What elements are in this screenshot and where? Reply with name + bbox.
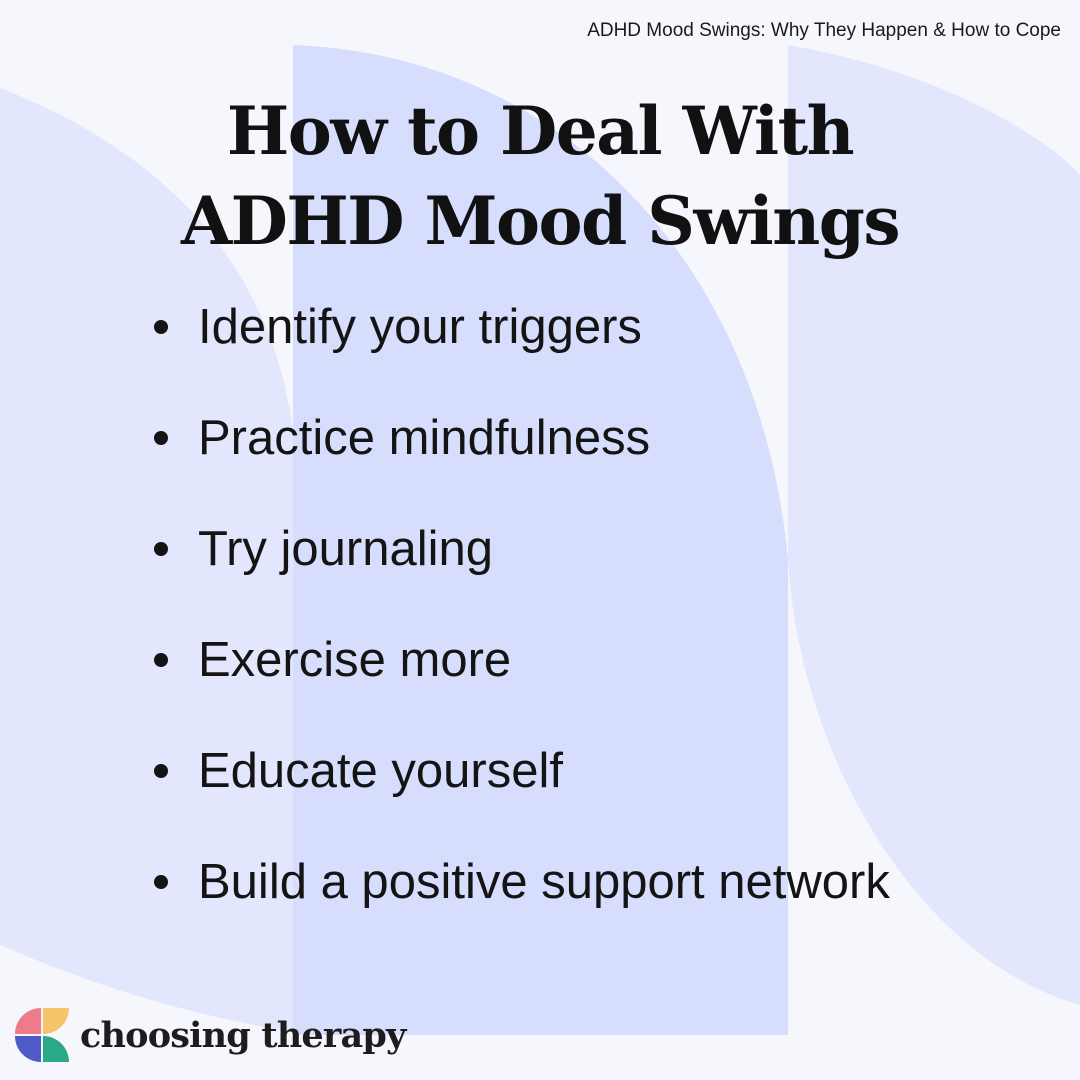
tip-item: Educate yourself bbox=[154, 740, 890, 851]
bullet-icon bbox=[154, 320, 168, 334]
brand-name: choosing therapy bbox=[80, 1014, 406, 1056]
tip-text: Build a positive support network bbox=[198, 855, 890, 909]
tip-item: Build a positive support network bbox=[154, 851, 890, 962]
tip-item: Try journaling bbox=[154, 518, 890, 629]
page-title-line-2: ADHD Mood Swings bbox=[180, 182, 901, 260]
article-caption: ADHD Mood Swings: Why They Happen & How … bbox=[587, 20, 1061, 41]
choosing-therapy-logo-icon bbox=[15, 1008, 69, 1062]
tip-item: Exercise more bbox=[154, 629, 890, 740]
bullet-icon bbox=[154, 653, 168, 667]
bg-shape-right bbox=[788, 45, 1080, 1005]
page-title-line-1: How to Deal With bbox=[226, 92, 855, 170]
tip-item: Identify your triggers bbox=[154, 296, 890, 407]
tip-text: Identify your triggers bbox=[198, 300, 642, 354]
bg-shape-center bbox=[293, 45, 788, 1035]
tip-text: Educate yourself bbox=[198, 744, 563, 798]
tip-text: Try journaling bbox=[198, 522, 494, 576]
tip-item: Practice mindfulness bbox=[154, 407, 890, 518]
tips-list: Identify your triggers Practice mindfuln… bbox=[154, 296, 890, 962]
bullet-icon bbox=[154, 431, 168, 445]
bullet-icon bbox=[154, 875, 168, 889]
bullet-icon bbox=[154, 764, 168, 778]
page-title: How to Deal With ADHD Mood Swings bbox=[0, 86, 1080, 266]
tip-text: Exercise more bbox=[198, 633, 512, 687]
brand-footer: choosing therapy bbox=[14, 1006, 406, 1064]
bullet-icon bbox=[154, 542, 168, 556]
bg-shape-left bbox=[0, 88, 293, 1032]
tip-text: Practice mindfulness bbox=[198, 411, 651, 465]
